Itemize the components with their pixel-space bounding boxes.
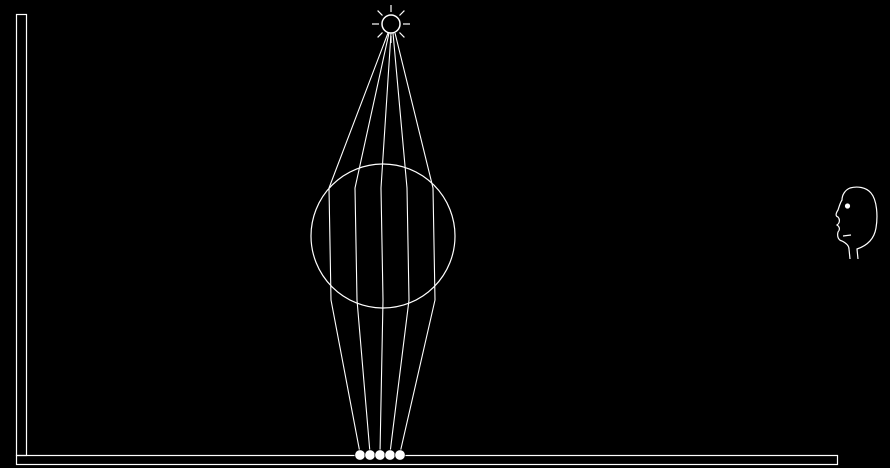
floor	[17, 456, 838, 465]
light-ray	[390, 33, 409, 453]
light-ray	[395, 33, 435, 453]
sun-disc	[382, 15, 400, 33]
focused-spots	[355, 450, 405, 460]
head-eye	[846, 204, 850, 208]
light-ray	[329, 33, 388, 453]
sun-ray	[400, 11, 405, 16]
sun-ray	[378, 33, 383, 38]
human-head-profile-icon	[836, 187, 877, 259]
focused-spot	[355, 450, 365, 460]
sun-icon	[372, 5, 410, 43]
sun-ray	[400, 33, 405, 38]
focused-spot	[375, 450, 385, 460]
head-mouth	[843, 235, 851, 236]
light-ray	[355, 33, 389, 453]
light-rays	[329, 33, 435, 453]
light-ray	[380, 33, 391, 453]
sun-ray	[378, 11, 383, 16]
head-outline	[836, 187, 877, 259]
focused-spot	[365, 450, 375, 460]
focused-spot	[385, 450, 395, 460]
focused-spot	[395, 450, 405, 460]
wall	[17, 15, 27, 456]
